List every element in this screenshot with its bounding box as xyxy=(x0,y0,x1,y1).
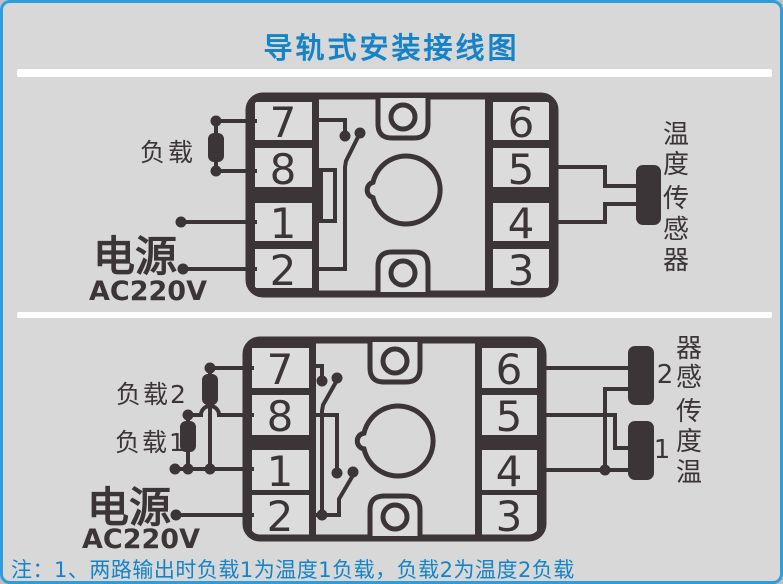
switch-contact-dot xyxy=(331,467,343,479)
divider-middle xyxy=(17,312,772,318)
wire-end-dot xyxy=(177,263,189,275)
internal-link-8-1 xyxy=(319,168,337,223)
terminal-5: 5 xyxy=(496,392,523,441)
switch-pivot-dot xyxy=(354,127,366,139)
left-terminal-cells: 7 8 1 2 xyxy=(255,98,312,295)
terminal-3: 3 xyxy=(496,492,523,541)
svg-text:温: 温 xyxy=(676,458,702,488)
top-mounting-hole-icon xyxy=(388,102,418,132)
svg-text:度: 度 xyxy=(663,150,689,180)
wire-end-dot xyxy=(170,509,182,521)
load1-resistor-icon xyxy=(180,421,196,452)
sensor1-number: 1 xyxy=(654,435,671,465)
divider-top xyxy=(17,69,772,77)
temperature-sensor1-icon xyxy=(628,421,654,480)
terminal-6: 6 xyxy=(508,98,535,147)
terminal-7: 7 xyxy=(267,345,294,394)
junction-dot xyxy=(210,165,222,177)
junction-dot xyxy=(204,463,216,475)
switch-pivot-dot xyxy=(347,466,359,478)
terminal-1: 1 xyxy=(270,199,297,248)
right-terminal-cells: 6 5 4 3 xyxy=(482,345,537,541)
sensor-label-vertical: 温 度 传 感 器 xyxy=(663,120,689,276)
wire-end-dot xyxy=(169,463,181,475)
power-voltage-label: AC220V xyxy=(89,276,207,307)
top-mounting-tab xyxy=(375,95,431,141)
temperature-sensor2-icon xyxy=(628,346,654,405)
svg-text:度: 度 xyxy=(676,427,702,457)
terminal-5: 5 xyxy=(508,145,535,194)
terminal-4: 4 xyxy=(508,199,535,248)
left-terminal-cells: 7 8 1 2 xyxy=(252,345,309,541)
svg-text:感: 感 xyxy=(663,215,689,245)
svg-text:传: 传 xyxy=(676,397,702,427)
junction-dot xyxy=(204,362,216,374)
svg-text:温: 温 xyxy=(663,120,689,150)
junction-dot xyxy=(210,115,222,127)
adjust-shaft-hole-icon xyxy=(354,403,436,479)
switch-pivot-dot xyxy=(331,372,343,384)
device-outline xyxy=(242,336,547,542)
adjust-shaft-hole-icon xyxy=(364,153,443,227)
internal-relay-switch-1 xyxy=(314,364,339,517)
junction-dot xyxy=(599,464,611,476)
top-mounting-hole-icon xyxy=(380,346,410,376)
internal-relay-switch xyxy=(317,118,361,271)
power-wiring xyxy=(179,220,257,271)
terminal-8: 8 xyxy=(270,145,297,194)
terminal-2: 2 xyxy=(267,492,294,541)
junction-dot xyxy=(182,463,194,475)
wire-end-dot xyxy=(175,216,187,228)
load-label: 负载 xyxy=(140,138,196,167)
sensor-label-vertical: 器 感 传 度 温 xyxy=(676,334,702,488)
svg-text:感: 感 xyxy=(676,363,702,393)
top-mounting-tab xyxy=(367,339,423,385)
bottom-mounting-hole-icon xyxy=(380,502,410,532)
internal-relay-switch-2 xyxy=(314,413,355,517)
load1-wiring xyxy=(186,404,254,471)
sensor-wiring xyxy=(553,165,638,224)
load2-resistor-icon xyxy=(202,374,218,405)
terminal-2: 2 xyxy=(270,246,297,295)
power-label: 电源 xyxy=(87,483,171,532)
switch-contact-dot xyxy=(339,130,351,142)
svg-text:传: 传 xyxy=(663,184,689,214)
bottom-mounting-hole-icon xyxy=(388,258,418,288)
terminal-3: 3 xyxy=(508,246,535,295)
mounting-tabs xyxy=(375,95,431,295)
footnote: 注：1、两路输出时负载1为温度1负载，负载2为温度2负载 xyxy=(11,558,575,582)
load2-label: 负载2 xyxy=(116,380,188,409)
load1-label: 负载1 xyxy=(115,428,187,457)
svg-text:器: 器 xyxy=(676,334,702,364)
device-outline xyxy=(245,92,559,298)
terminal-1: 1 xyxy=(267,447,294,496)
sensor-wiring xyxy=(541,366,630,472)
wiring-schematics: 7 8 1 2 6 5 4 3 xyxy=(82,92,702,555)
power-voltage-label: AC220V xyxy=(82,524,200,555)
right-terminal-cells: 6 5 4 3 xyxy=(493,98,549,295)
power-wiring xyxy=(173,467,254,517)
bottom-mounting-tab xyxy=(367,493,423,539)
page-title: 导轨式安装接线图 xyxy=(263,31,520,65)
terminal-6: 6 xyxy=(496,345,523,394)
terminal-7: 7 xyxy=(270,98,297,147)
junction-dot xyxy=(182,409,194,421)
power-label: 电源 xyxy=(93,232,177,281)
single-output-diagram: 7 8 1 2 6 5 4 3 xyxy=(89,92,689,307)
temperature-sensor-icon xyxy=(636,165,661,225)
svg-text:器: 器 xyxy=(663,246,689,276)
mounting-tabs xyxy=(367,339,423,539)
bottom-mounting-tab xyxy=(375,249,431,295)
switch-contact-dot xyxy=(316,375,328,387)
terminal-8: 8 xyxy=(267,392,294,441)
load-resistor-icon xyxy=(208,133,224,162)
terminal-4: 4 xyxy=(496,447,523,496)
dual-output-diagram: 7 8 1 2 6 5 4 3 xyxy=(82,334,702,555)
sensor2-number: 2 xyxy=(657,360,674,390)
